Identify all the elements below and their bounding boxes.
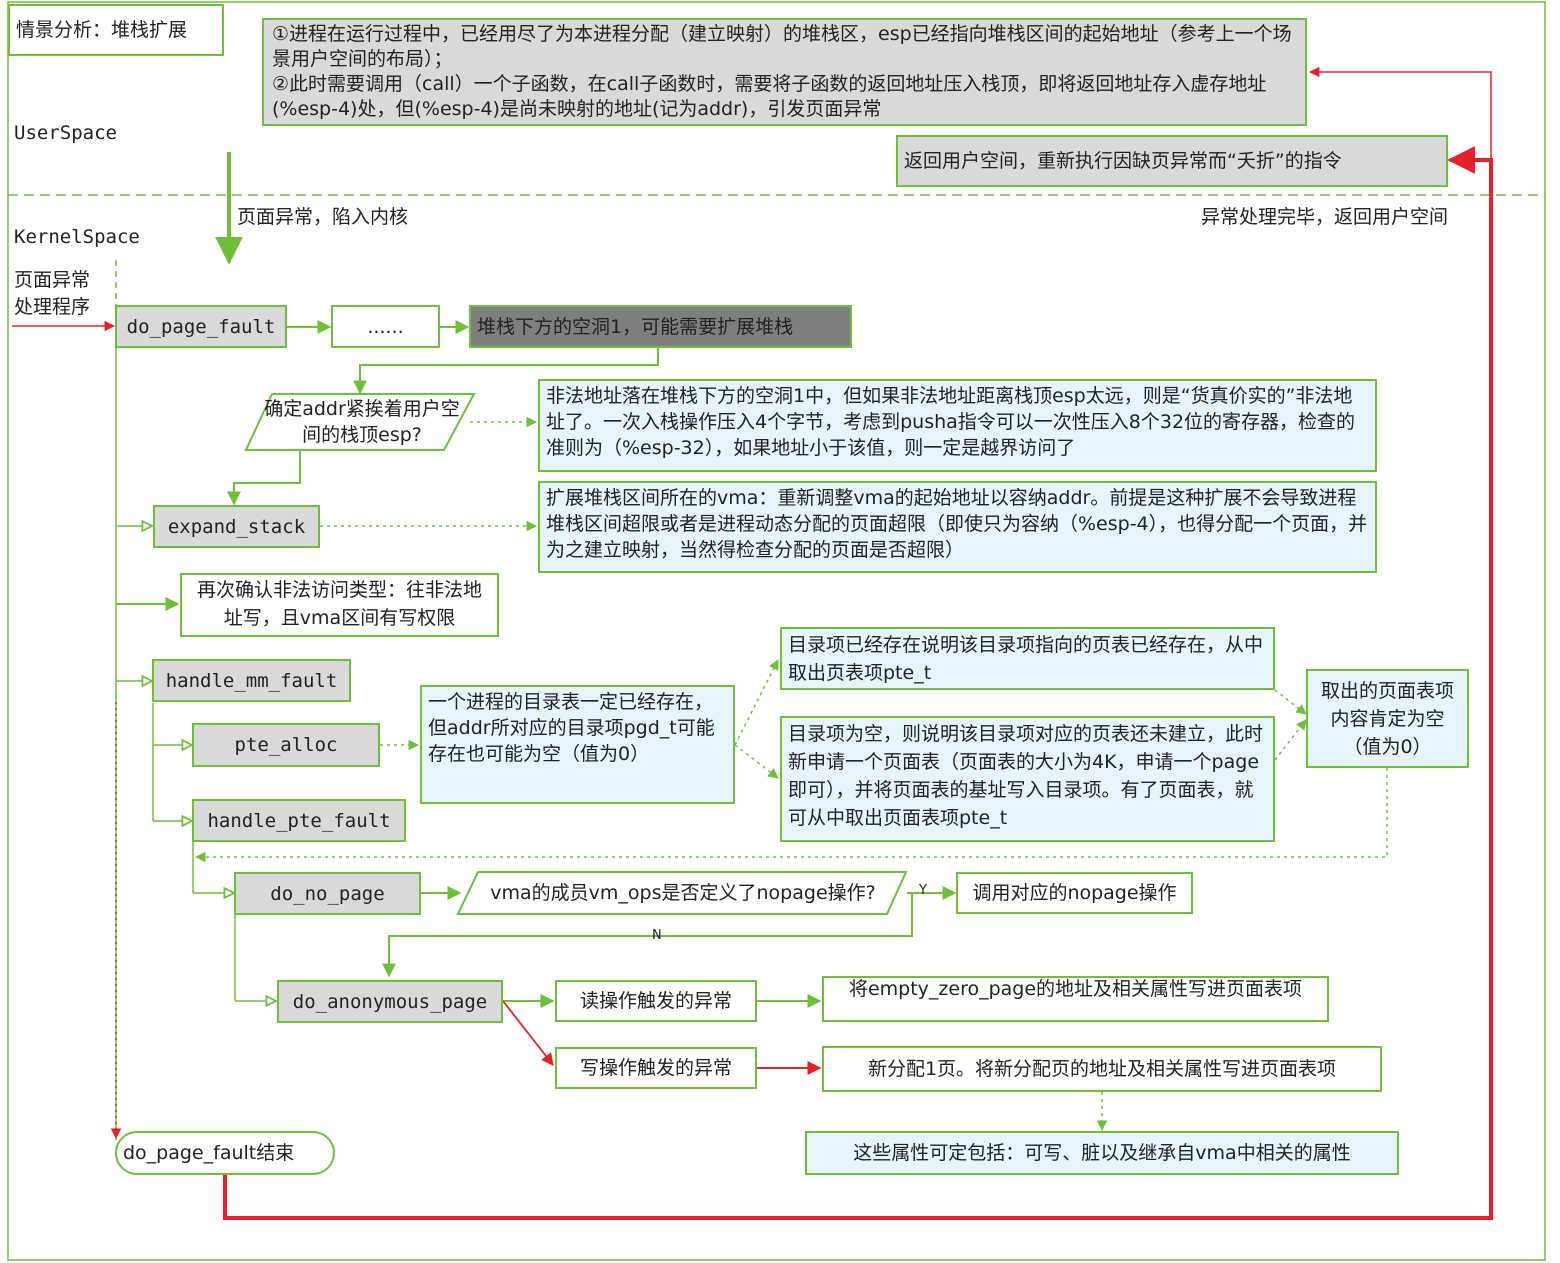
return-label: 异常处理完毕，返回用户空间 [1201,206,1449,228]
check-addr-decision: 确定addr紧挨着用户空间的栈顶esp? [264,398,460,446]
handler-label: 页面异常 处理程序 [14,269,91,318]
user-space-label: UserSpace [14,122,117,144]
yes-label: Y [919,883,927,898]
scenario-box: ①进程在运行过程中，已经用尽了为本进程分配（建立映射）的堆栈区，esp已经指向堆… [262,18,1307,126]
pte-alloc-node: pte_alloc [192,723,380,767]
check-nopage-decision: vma的成员vm_ops是否定义了nopage操作? [490,882,876,904]
pte-zero-note: 取出的页面表项内容肯定为空（值为0） [1306,669,1469,768]
expand-stack-node: expand_stack [153,505,320,548]
pgd-note: 一个进程的目录表一定已经存在，但addr所对应的目录项pgd_t可能存在也可能为… [420,685,735,804]
reconfirm-node: 再次确认非法访问类型：往非法地址写，且vma区间有写权限 [180,573,499,637]
attributes-note: 这些属性可定包括：可写、脏以及继承自vma中相关的属性 [805,1131,1399,1175]
no-label: N [652,928,662,943]
check-nopage-shape [456,871,908,915]
read-fault-node: 读操作触发的异常 [555,980,757,1022]
handle-pte-fault-node: handle_pte_fault [192,799,406,842]
title-box: 情景分析：堆栈扩展 [8,4,224,56]
stack-hole-node: 堆栈下方的空洞1，可能需要扩展堆栈 [469,305,852,348]
trap-label: 页面异常，陷入内核 [237,206,409,228]
end-node: do_page_fault结束 [115,1131,335,1175]
check-note: 非法地址落在堆栈下方的空洞1中，但如果非法地址距离栈顶esp太远，则是“货真价实… [538,379,1377,472]
do-no-page-node: do_no_page [234,872,421,915]
kernel-space-label: KernelSpace [14,226,140,248]
do-anonymous-page-node: do_anonymous_page [277,980,503,1023]
pgd-empty-note: 目录项为空，则说明该目录项对应的页表还未建立，此时新申请一个页面表（页面表的大小… [780,716,1275,842]
check-addr-shape [244,393,476,451]
new-page-node: 新分配1页。将新分配页的地址及相关属性写进页面表项 [822,1046,1382,1092]
zero-page-node: 将empty_zero_page的地址及相关属性写进页面表项 [822,976,1329,1022]
handle-mm-fault-node: handle_mm_fault [152,659,351,702]
write-fault-node: 写操作触发的异常 [555,1047,757,1089]
dots-node: ...... [331,305,440,348]
do-page-fault-node: do_page_fault [115,305,287,348]
call-nopage-node: 调用对应的nopage操作 [956,872,1193,914]
expand-note: 扩展堆栈区间所在的vma：重新调整vma的起始地址以容纳addr。前提是这种扩展… [538,481,1377,573]
pgd-exists-note: 目录项已经存在说明该目录项指向的页表已经存在，从中取出页表项pte_t [780,627,1275,690]
return-user-box: 返回用户空间，重新执行因缺页异常而“夭折”的指令 [896,135,1448,187]
